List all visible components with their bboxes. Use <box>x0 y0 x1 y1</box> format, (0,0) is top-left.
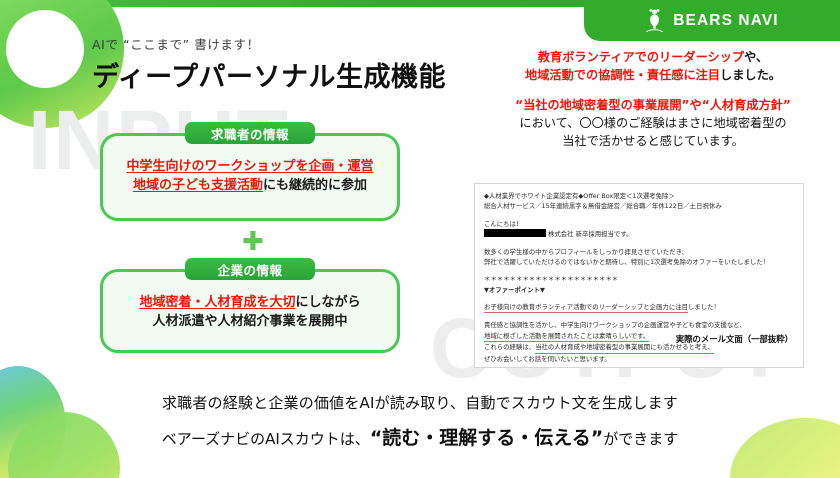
spacer <box>484 313 794 320</box>
title-block: AIで “ここまで” 書けます！ ディープパーソナル生成機能 <box>92 34 446 94</box>
page-title: ディープパーソナル生成機能 <box>92 62 446 93</box>
bottom-summary: 求職者の経験と企業の価値をAIが読み取り、自動でスカウト文を生成します ベアーズ… <box>0 392 840 450</box>
headline-red-b: 地域活動での協調性・責任感に注目 <box>525 68 721 83</box>
email-line-subject-1: ◆人材業界でホワイト企業認定有◆Offer Box限定＜1次選考免除＞ <box>484 192 675 200</box>
spacer <box>484 364 794 367</box>
email-line-subject-2: 総合人材サービス／15年連続黒字＆無借金経営／総合職／年休122日／土日祝休み <box>484 202 722 211</box>
email-point-line-5: ぜひお会いしてお話を伺いたいと思います。 <box>484 354 611 363</box>
card-jobseeker-info: 求職者の情報 中学生向けのワークショップを企画・運営 地域の子ども支援活動にも継… <box>100 122 400 221</box>
card-company-info: 企業の情報 地域密着・人材育成を大切にしながら 人材派遣や人材紹介事業を展開中 <box>100 258 400 353</box>
bottom-line-2-strong: “読む・理解する・伝える” <box>369 427 604 449</box>
plain-text: にも継続的に参加 <box>263 177 368 193</box>
bottom-line-2-pre: ベアーズナビのAIスカウトは、 <box>161 430 370 448</box>
headline-line-3: において、〇〇様のご経験はまさに地域密着型の <box>519 115 787 130</box>
brand-lockup: BEARS NAVI <box>584 0 840 41</box>
highlight-text: 地域の子ども支援活動 <box>132 177 263 193</box>
email-sender-line: 株式会社 新卒採用担当です。 <box>484 229 794 239</box>
headline-red-a: 教育ボランティアでのリーダーシップ <box>537 50 745 64</box>
card-tab-label: 企業の情報 <box>185 258 315 280</box>
spacer <box>484 295 794 302</box>
card-line-2: 地域の子ども支援活動にも継続的に参加 <box>113 177 387 196</box>
card-line-2: 人材派遣や人材紹介事業を展開中 <box>152 313 348 329</box>
spacer <box>484 212 794 219</box>
right-headline-block: 教育ボランティアでのリーダーシップや、 地域活動での協調性・責任感に注目しました… <box>474 48 832 150</box>
email-point-line-1: お子様向けの教育ボランティア活動でのリーダーシップと企画力に注目しました！ <box>484 302 794 314</box>
brand-name: BEARS NAVI <box>673 11 779 29</box>
card-line-1: 中学生向けのワークショップを企画・運営 <box>113 158 387 177</box>
plain-text: にしながら <box>295 295 361 310</box>
bear-mascot-icon <box>646 8 664 33</box>
spacer <box>484 240 794 247</box>
spacer <box>484 267 794 274</box>
email-screenshot-panel: ◆人材業界でホワイト企業認定有◆Offer Box限定＜1次選考免除＞ 総合人材… <box>474 183 804 368</box>
top-accent-bar <box>0 0 840 7</box>
email-point-line-4: これらの経験は、当社の人材育成や地域密着型の事業展開にも活かせると考え、 <box>484 342 794 354</box>
email-point-line-2: 責任感と協調性を活かし、中学生向けワークショップの企画運営や子ども食堂の支援など… <box>484 321 746 330</box>
headline-plain-a: や、 <box>744 50 769 64</box>
underlined-phrase: 当社の人材育成や地域密着型の事業展開にも活かせると考え、 <box>535 342 715 354</box>
email-caption: 実際のメール文面（一部抜粋） <box>675 334 793 344</box>
right-headline-line-1: 教育ボランティアでのリーダーシップや、 <box>474 48 832 66</box>
email-divider-1: ＊＊＊＊＊＊＊＊＊＊＊＊＊＊＊＊＊＊＊＊＊ <box>484 275 619 284</box>
brand-header-panel: BEARS NAVI <box>584 0 840 41</box>
highlight-text: 中学生向けのワークショップを企画・運営 <box>126 159 374 174</box>
highlight-text: 地域密着・人材育成を大切 <box>139 295 296 310</box>
email-greeting: こんにちは！ <box>484 219 523 228</box>
plus-separator-icon: ✚ <box>242 226 264 256</box>
headline-quote-red: “当社の地域密着型の事業展開”や“人材育成方針” <box>515 97 791 112</box>
email-sender-suffix: 株式会社 新卒採用担当です。 <box>548 230 633 239</box>
email-body-line-1: 数多くの学生様の中からプロフィールをしっかり拝見させていただき、 <box>484 247 688 256</box>
email-section-heading: ▼オファーポイント▼ <box>484 285 545 294</box>
email-point-line-3: 地域に根ざした活動を展開されたことは素晴らしいです。 <box>484 331 794 343</box>
title-kicker: AIで “ここまで” 書けます！ <box>92 37 260 52</box>
email-body-line-2: 弊社で活躍していただけるのではないかと期待し、特別に1次選考免除のオファーをいた… <box>484 257 770 266</box>
bottom-line-2: ベアーズナビのAIスカウトは、“読む・理解する・伝える”ができます <box>0 423 840 450</box>
underlined-phrase: 地域に根ざした活動を展開されたことは素晴らしいです。 <box>484 331 650 343</box>
card-body: 中学生向けのワークショップを企画・運営 地域の子ども支援活動にも継続的に参加 <box>100 133 400 221</box>
plain-text: しました！ <box>688 303 720 311</box>
headline-plain-b: しました。 <box>720 68 781 83</box>
right-headline-block-2: “当社の地域密着型の事業展開”や“人材育成方針” において、〇〇様のご経験はまさ… <box>474 96 832 151</box>
bottom-line-1: 求職者の経験と企業の価値をAIが読み取り、自動でスカウト文を生成します <box>161 394 679 412</box>
card-body: 地域密着・人材育成を大切にしながら 人材派遣や人材紹介事業を展開中 <box>100 269 400 353</box>
headline-line-4: 当社で活かせると感じています。 <box>562 134 744 149</box>
card-tab-label: 求職者の情報 <box>185 122 315 144</box>
right-headline-line-2: 地域活動での協調性・責任感に注目しました。 <box>474 66 832 84</box>
card-line-1: 地域密着・人材育成を大切にしながら <box>113 294 387 313</box>
redaction-bar <box>484 229 546 238</box>
underlined-phrase: お子様向けの教育ボランティア活動でのリーダーシップと企画力に注目 <box>484 302 688 314</box>
bottom-line-2-post: ができます <box>603 430 679 448</box>
plain-text: これらの経験は、 <box>484 343 536 352</box>
